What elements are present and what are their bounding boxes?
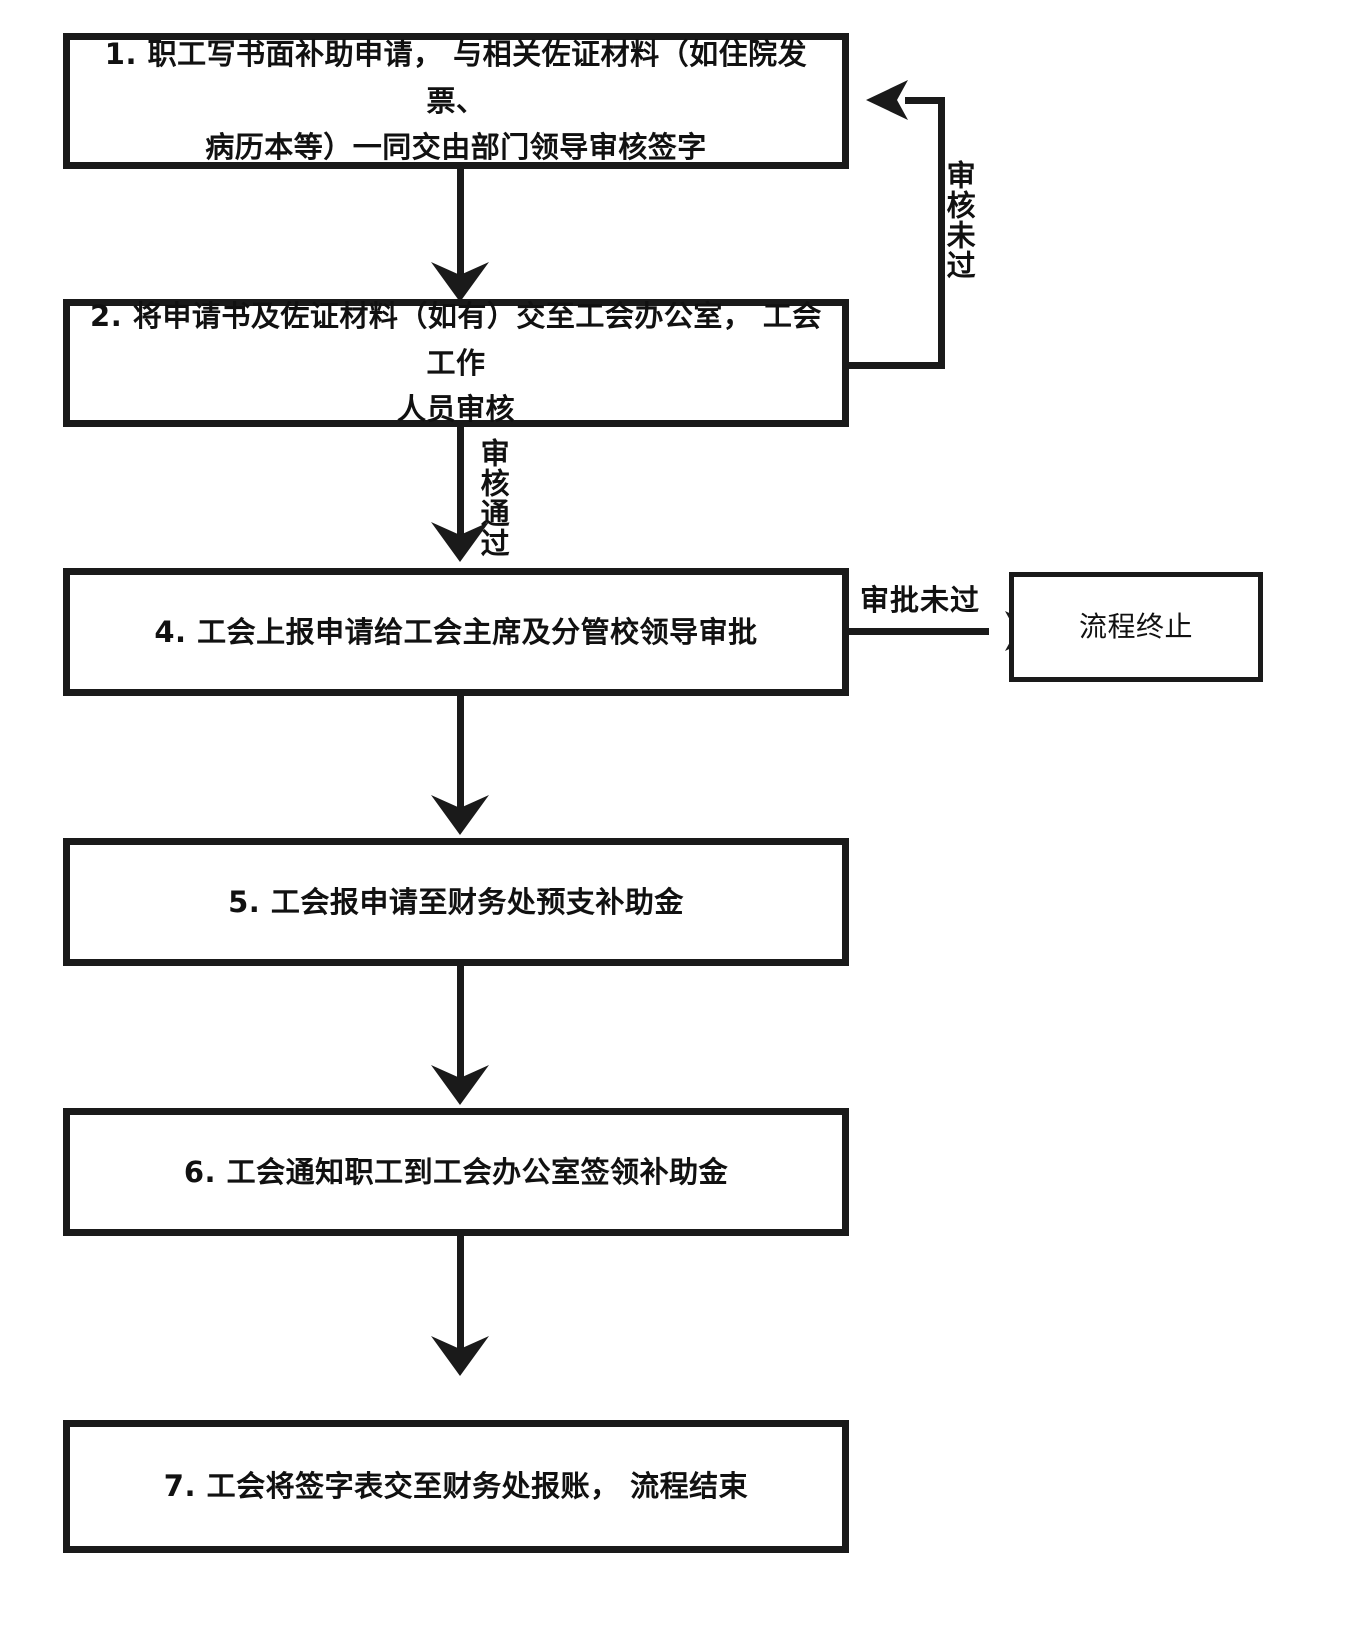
connector-step1-to-step2 bbox=[457, 169, 464, 277]
feedback-loop-top-segment bbox=[905, 97, 945, 104]
edge-label-review-failed: 审核未过 bbox=[942, 160, 977, 280]
edge-label-review-passed: 审核通过 bbox=[476, 438, 511, 558]
process-node-step4-label: 4. 工会上报申请给工会主席及分管校领导审批 bbox=[154, 614, 758, 649]
process-node-step2-label: 2. 将申请书及佐证材料（如有）交至工会办公室， 工会工作 人员审核 bbox=[90, 298, 822, 427]
connector-step5-to-step6 bbox=[457, 966, 464, 1088]
process-node-step6[interactable]: 6. 工会通知职工到工会办公室签领补助金 bbox=[63, 1108, 849, 1236]
process-node-step1-label: 1. 职工写书面补助申请， 与相关佐证材料（如住院发票、 病历本等）一同交由部门… bbox=[104, 36, 808, 165]
arrowhead-step4-to-step5 bbox=[429, 795, 491, 835]
connector-step4-to-step5 bbox=[457, 696, 464, 818]
edge-label-approval-failed: 审批未过 bbox=[860, 583, 981, 617]
arrowhead-step2-to-step4 bbox=[429, 522, 491, 562]
connector-step2-to-step4 bbox=[457, 427, 464, 537]
connector-step6-to-step7 bbox=[457, 1236, 464, 1358]
terminal-node-process-end[interactable]: 流程终止 bbox=[1009, 572, 1263, 682]
arrowhead-feedback-to-step1 bbox=[866, 80, 910, 120]
arrowhead-step5-to-step6 bbox=[429, 1065, 491, 1105]
process-node-step6-label: 6. 工会通知职工到工会办公室签领补助金 bbox=[183, 1154, 729, 1189]
process-node-step1[interactable]: 1. 职工写书面补助申请， 与相关佐证材料（如住院发票、 病历本等）一同交由部门… bbox=[63, 33, 849, 169]
feedback-loop-bottom-segment bbox=[849, 362, 945, 369]
process-node-step4[interactable]: 4. 工会上报申请给工会主席及分管校领导审批 bbox=[63, 568, 849, 696]
connector-step4-to-terminate bbox=[849, 628, 989, 635]
arrowhead-step6-to-step7 bbox=[429, 1336, 491, 1376]
process-node-step5-label: 5. 工会报申请至财务处预支补助金 bbox=[228, 884, 684, 919]
feedback-loop-vertical-segment bbox=[938, 97, 945, 369]
arrowhead-step1-to-step2 bbox=[429, 262, 491, 302]
process-node-step7-label: 7. 工会将签字表交至财务处报账， 流程结束 bbox=[163, 1469, 749, 1504]
process-node-step2[interactable]: 2. 将申请书及佐证材料（如有）交至工会办公室， 工会工作 人员审核 bbox=[63, 299, 849, 427]
process-node-step5[interactable]: 5. 工会报申请至财务处预支补助金 bbox=[63, 838, 849, 966]
terminal-node-label: 流程终止 bbox=[1078, 610, 1193, 644]
process-node-step7[interactable]: 7. 工会将签字表交至财务处报账， 流程结束 bbox=[63, 1420, 849, 1553]
